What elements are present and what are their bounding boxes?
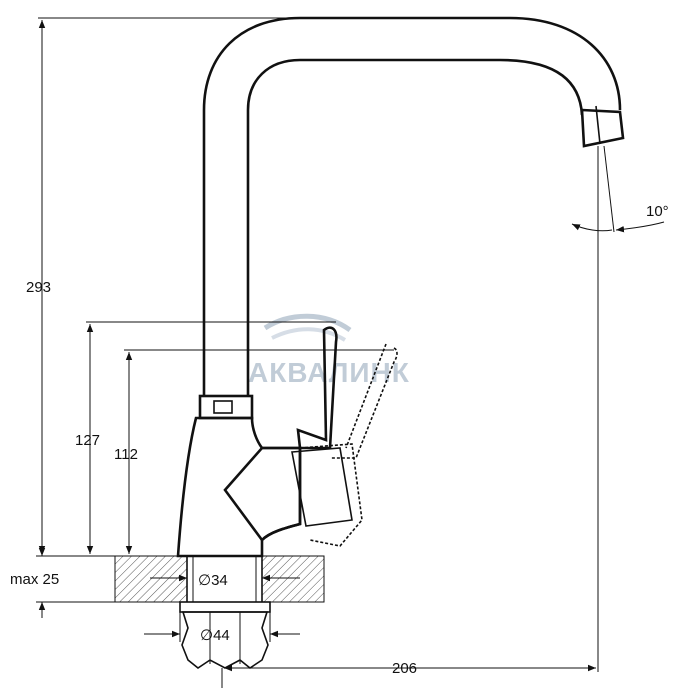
- spout: [202, 16, 625, 396]
- dimension-label-diameter-44: ∅44: [200, 627, 230, 644]
- dimension-label-127: 127: [75, 432, 100, 449]
- dimension-body-height: 112: [114, 349, 394, 554]
- dimension-total-height: 293: [26, 17, 300, 554]
- watermark-text: АКВАЛИНК: [248, 357, 410, 388]
- dimension-spout-angle: 10°: [571, 145, 669, 233]
- dimension-label-112: 112: [114, 446, 138, 463]
- dimension-label-206: 206: [392, 660, 417, 677]
- dimension-label-10-deg: 10°: [646, 203, 669, 220]
- mounting-nut: [179, 601, 271, 669]
- dimension-nut-diameter: ∅44: [144, 612, 300, 644]
- dimension-label-diameter-34: ∅34: [198, 572, 228, 589]
- dimension-mount-diameter: ∅34: [150, 572, 300, 589]
- dimension-handle-height: 127: [75, 321, 336, 554]
- lever-handle: [223, 326, 353, 542]
- watermark: АКВАЛИНК: [248, 313, 410, 388]
- watermark-wave-icon: [263, 313, 352, 333]
- dimension-label-max-25: max 25: [10, 571, 59, 588]
- dimension-countertop: max 25: [10, 540, 115, 618]
- lever-handle-open-position: [299, 343, 398, 547]
- dimension-label-293: 293: [26, 279, 51, 296]
- mounting-shank: [186, 556, 263, 602]
- dimension-spout-reach: 206: [221, 146, 599, 688]
- watermark-wave-icon: [271, 327, 347, 342]
